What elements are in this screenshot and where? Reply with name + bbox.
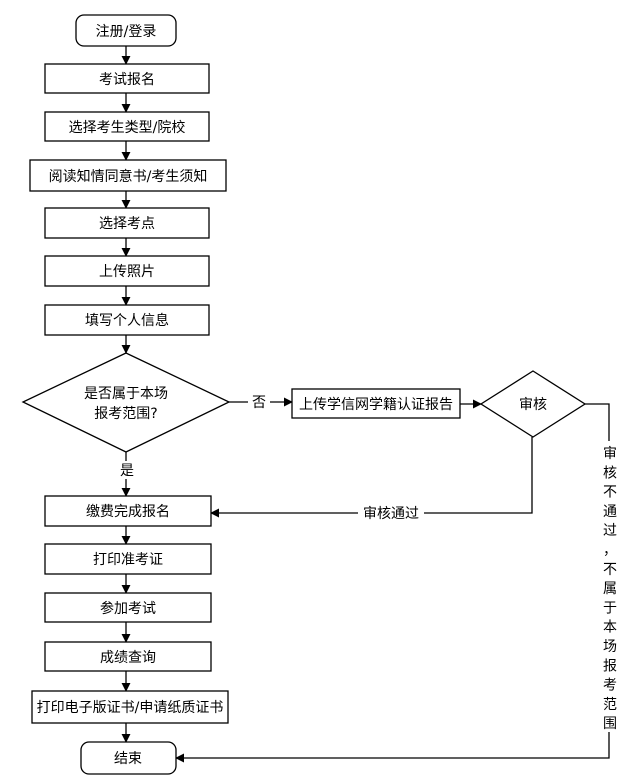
step-pay-label: 缴费完成报名 [86,504,170,520]
step-score-query-label: 成绩查询 [100,650,156,666]
step-select-site [44,207,210,239]
step-upload-report-label: 上传学信网学籍认证报告 [299,396,453,413]
review-fail-bg [600,441,619,732]
step-score-query [44,641,212,672]
review-fail-char: 通 [603,504,617,520]
review-fail-char: 场 [603,639,617,655]
step-certificate-label: 打印电子版证书/申请纸质证书 [37,699,224,716]
end-label: 结束 [114,751,142,767]
yes-label: 是 [120,463,134,479]
review-fail-char: 于 [603,600,617,616]
step-fill-info-label: 填写个人信息 [85,312,169,329]
step-upload-photo [44,255,210,287]
review-fail-char: 不 [603,485,617,501]
step-upload-report [291,388,461,419]
review-fail-char: 审 [603,446,617,462]
step-take-exam [44,592,212,623]
step-take-exam-label: 参加考试 [100,600,156,617]
review-fail-char: 报 [603,658,617,674]
no-label-bg [248,393,270,411]
review-fail-char: 核 [603,465,617,481]
step-select-site-label: 选择考点 [99,216,155,232]
step-select-type-school-label: 选择考生类型/院校 [69,119,186,136]
decision-text-line2: 报考范围? [94,405,157,422]
review-fail-char: 不 [603,562,617,578]
step-certificate [31,690,229,724]
review-fail-char: 考 [603,678,617,694]
review-pass-label: 审核通过 [363,506,419,522]
end-terminal [80,741,177,775]
decision-diamond [21,352,231,453]
review-fail-char: 本 [603,620,617,636]
review-diamond [479,370,587,438]
step-exam-registration-label: 考试报名 [99,72,155,88]
connector-review-fail [175,403,610,763]
step-fill-info [44,304,210,336]
review-fail-char: 过 [603,523,617,539]
step-pay [44,495,212,527]
step-read-consent-label: 阅读知情同意书/考生须知 [49,168,208,185]
yes-label-bg [117,461,137,479]
review-fail-char: 围 [603,716,617,732]
review-fail-char: ， [603,543,617,559]
review-fail-char: 属 [603,581,617,597]
step-read-consent [29,159,227,192]
start-terminal [75,14,177,47]
review-pass-bg [358,503,424,523]
review-label: 审核 [519,397,547,413]
decision-text-line1: 是否属于本场 [84,386,168,402]
step-print-ticket [44,543,212,575]
connector-review-pass [210,437,533,518]
review-fail-char: 范 [603,696,617,713]
no-label: 否 [252,395,266,411]
step-upload-photo-label: 上传照片 [99,264,155,280]
step-print-ticket-label: 打印准考证 [93,551,163,568]
step-exam-registration [44,63,210,94]
step-select-type-school [44,111,210,142]
start-label: 注册/登录 [96,24,157,40]
